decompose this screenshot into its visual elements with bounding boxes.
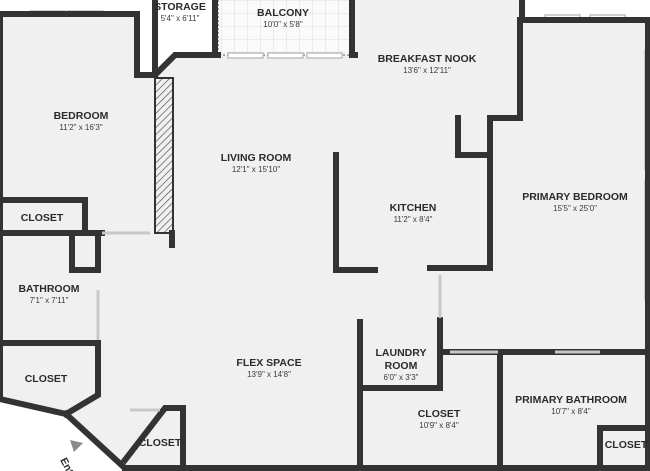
small-closet-name: CLOSET: [139, 437, 182, 449]
primary-bedroom-dims: 15'5" x 25'0": [553, 204, 597, 213]
bedroom-dims: 11'2" x 16'3": [59, 123, 102, 132]
primary-bathroom-name: PRIMARY BATHROOM: [515, 394, 627, 406]
primary-bathroom-dims: 10'7" x 8'4": [551, 407, 591, 416]
kitchen-dims: 11'2" x 8'4": [394, 215, 433, 224]
living-room-dims: 12'1" x 15'10": [232, 165, 280, 174]
entry-closet-name: CLOSET: [25, 373, 68, 385]
primary-bedroom-name: PRIMARY BEDROOM: [522, 191, 628, 203]
breakfast-nook-dims: 13'6" x 12'11": [403, 66, 451, 75]
balcony-dims: 10'0" x 5'8": [263, 20, 303, 29]
balcony-floor: [218, 0, 352, 55]
balcony-name: BALCONY: [257, 7, 309, 19]
laundry-name: LAUNDRY: [376, 347, 427, 359]
laundry-name-line2: ROOM: [385, 360, 418, 372]
flex-space-dims: 13'9" x 14'8": [247, 370, 291, 379]
hall-closet-dims: 10'9" x 8'4": [419, 421, 459, 430]
laundry-dims: 6'0" x 3'3": [384, 373, 419, 382]
entry-label: Entry: [57, 456, 80, 471]
triangle-icon: [70, 440, 83, 452]
door-openings: [96, 231, 600, 412]
storage-name: STORAGE: [154, 1, 206, 13]
bathroom-dims: 7'1" x 7'11": [30, 296, 69, 305]
kitchen-name: KITCHEN: [390, 202, 437, 214]
primary-closet-name: CLOSET: [605, 439, 648, 451]
structural-column: [154, 77, 174, 234]
flex-space-name: FLEX SPACE: [236, 357, 301, 369]
hall-closet-name: CLOSET: [418, 408, 461, 420]
breakfast-nook-name: BREAKFAST NOOK: [378, 53, 477, 65]
storage-dims: 5'4" x 6'11": [161, 14, 200, 23]
bathroom-name: BATHROOM: [18, 283, 79, 295]
room-labels: STORAGE 5'4" x 6'11" BALCONY 10'0" x 5'8…: [18, 1, 647, 451]
bedroom-closet-name: CLOSET: [21, 212, 64, 224]
living-room-name: LIVING ROOM: [221, 152, 292, 164]
bedroom-name: BEDROOM: [54, 110, 109, 122]
